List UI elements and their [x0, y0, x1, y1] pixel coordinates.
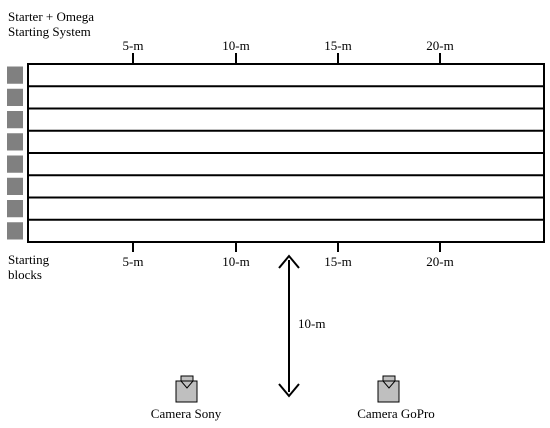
running-track [27, 63, 545, 243]
camera-sony: Camera Sony [151, 375, 222, 421]
camera-sony-icon [175, 375, 198, 403]
starting-block [7, 222, 23, 240]
starting-block [7, 66, 23, 84]
starting-block [7, 133, 23, 151]
camera-gopro: Camera GoPro [357, 375, 435, 421]
top-marker-5m: 5-m [123, 38, 144, 53]
starting-block [7, 200, 23, 218]
lane-lines [28, 85, 544, 221]
bottom-marker-5m: 5-m [123, 254, 144, 269]
arrow-head-down-icon [278, 383, 300, 398]
bottom-marker-15m: 15-m [324, 254, 351, 269]
camera-sony-lens [179, 380, 195, 389]
starting-blocks [7, 66, 23, 240]
top-distance-markers: 5-m 10-m 15-m 20-m [123, 38, 454, 64]
blocks-label-line1: Starting [8, 252, 50, 267]
starting-block [7, 177, 23, 195]
starter-label-line1: Starter + Omega [8, 9, 94, 24]
starting-block [7, 111, 23, 129]
top-marker-10m: 10-m [222, 38, 249, 53]
starter-label-line2: Starting System [8, 24, 91, 39]
offset-arrow [278, 254, 300, 398]
offset-label: 10-m [298, 316, 325, 331]
bottom-marker-10m: 10-m [222, 254, 249, 269]
bottom-marker-20m: 20-m [426, 254, 453, 269]
top-marker-20m: 20-m [426, 38, 453, 53]
starting-block [7, 88, 23, 106]
blocks-label-line2: blocks [8, 267, 42, 282]
starting-block [7, 155, 23, 173]
camera-gopro-lens [381, 380, 397, 389]
top-marker-15m: 15-m [324, 38, 351, 53]
camera-sony-label: Camera Sony [151, 406, 222, 421]
camera-gopro-icon [377, 375, 400, 403]
bottom-distance-markers: 5-m 10-m 15-m 20-m [123, 242, 454, 269]
camera-gopro-label: Camera GoPro [357, 406, 435, 421]
arrow-head-up-icon [278, 254, 300, 269]
